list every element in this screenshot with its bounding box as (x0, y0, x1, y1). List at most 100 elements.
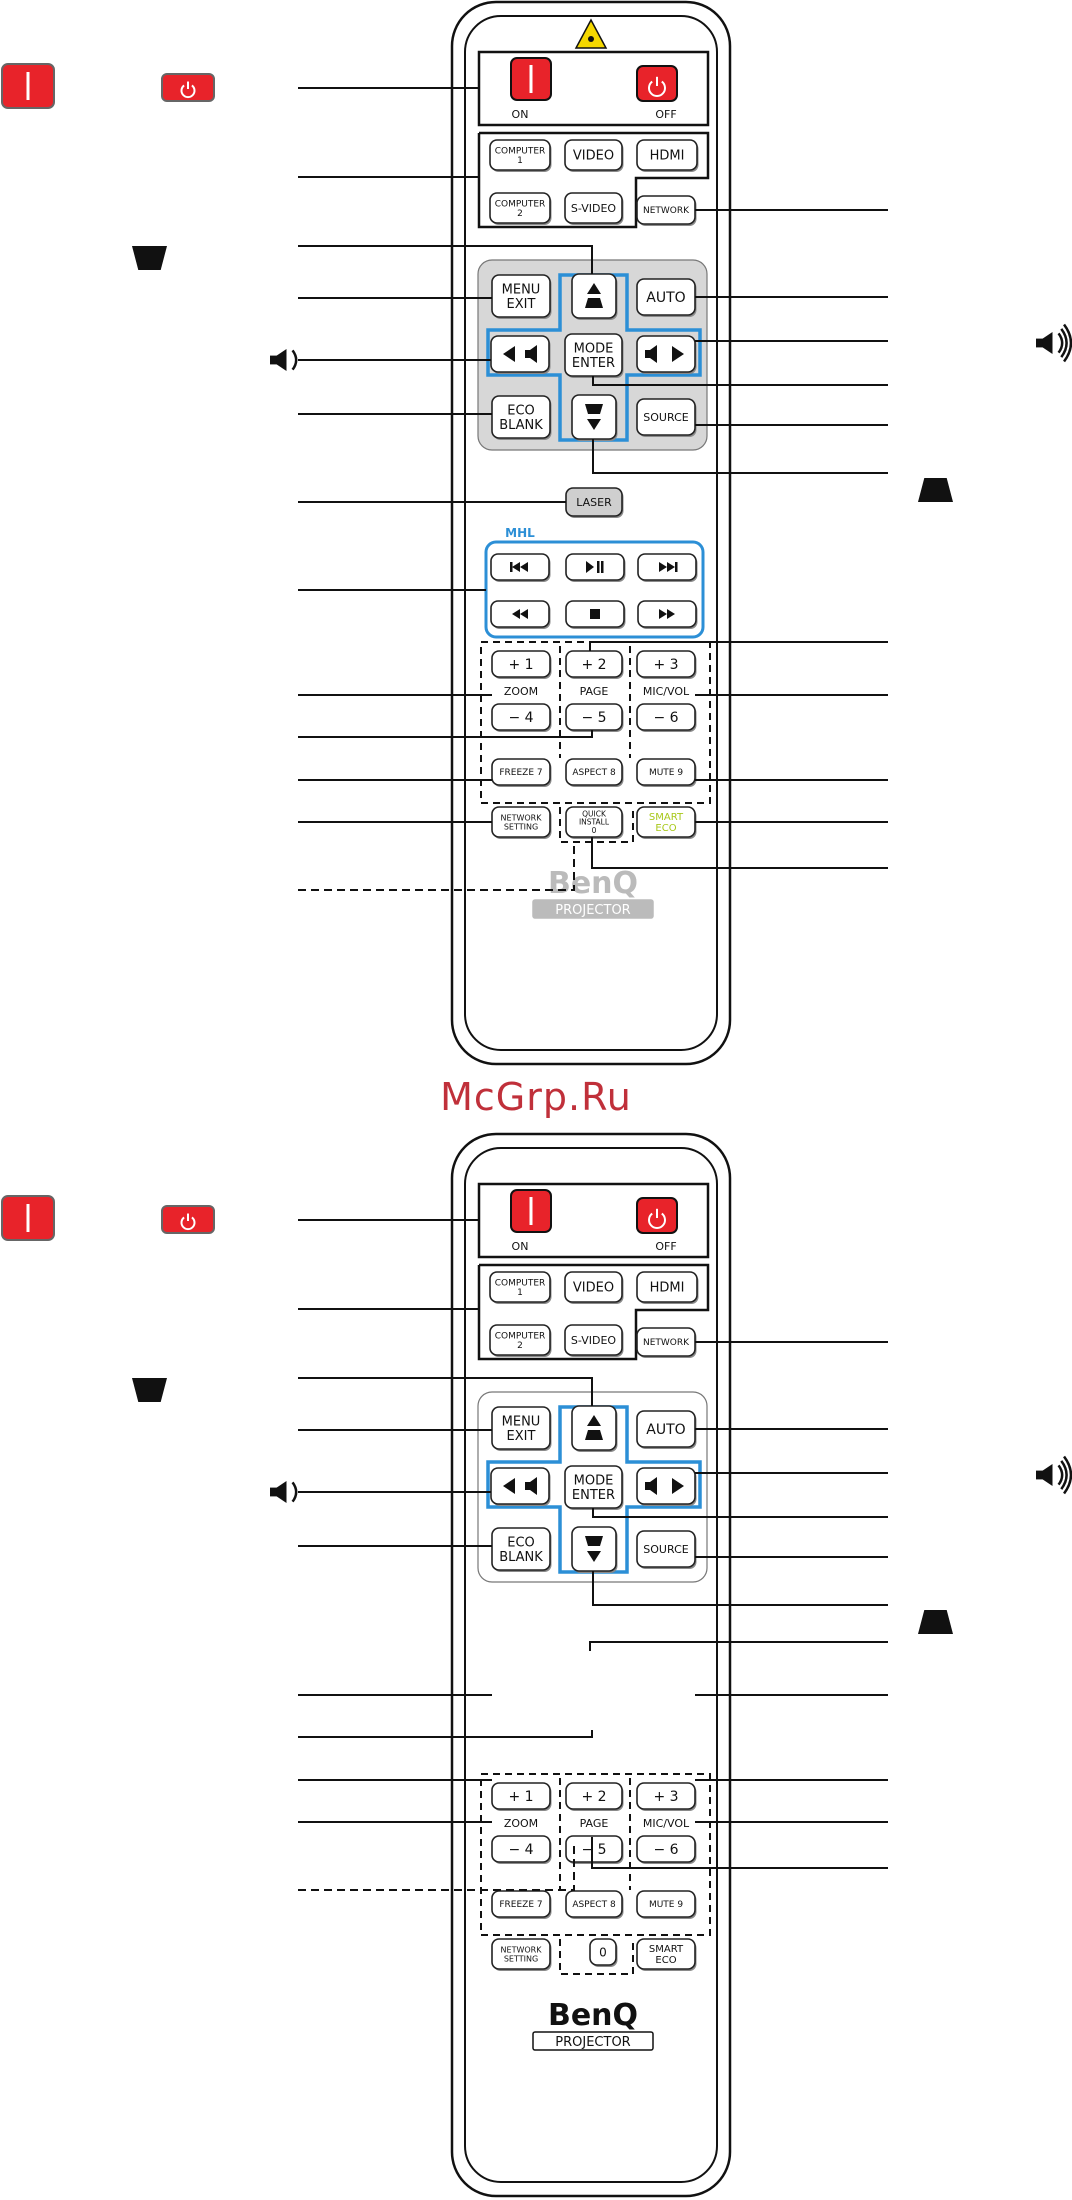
bottom-page-minus-button[interactable]: − 5 (565, 1835, 624, 1864)
top-freeze-button-body[interactable] (491, 758, 551, 786)
top-right-button-body[interactable] (636, 335, 696, 373)
top-video-button-body[interactable] (564, 139, 623, 171)
bottom-aspect-button[interactable]: ASPECT 8 (565, 1890, 624, 1919)
top-up-button-body[interactable] (571, 273, 617, 319)
bottom-micvol-plus-button[interactable]: + 3 (636, 1782, 697, 1811)
top-mute-button[interactable]: MUTE 9 (636, 758, 697, 787)
top-down-button[interactable] (571, 394, 618, 441)
bottom-computer2-button-body[interactable] (489, 1324, 551, 1356)
top-play-pause-button[interactable] (565, 553, 626, 582)
top-source-button[interactable]: SOURCE (636, 398, 697, 437)
top-aspect-button[interactable]: ASPECT 8 (565, 758, 624, 787)
top-computer1-button-body[interactable] (489, 139, 551, 171)
bottom-mute-button-body[interactable] (636, 1890, 696, 1918)
bottom-right-button[interactable] (636, 1467, 697, 1506)
bottom-page-plus-button-body[interactable] (565, 1782, 623, 1810)
bottom-zoom-plus-button[interactable]: + 1 (491, 1782, 552, 1811)
top-zoom-plus-button-body[interactable] (491, 650, 551, 678)
top-micvol-plus-button[interactable]: + 3 (636, 650, 697, 679)
bottom-video-button[interactable]: VIDEO (564, 1271, 624, 1304)
bottom-network-setting-button-body[interactable] (491, 1938, 551, 1970)
bottom-page-plus-button[interactable]: + 2 (565, 1782, 624, 1811)
top-prev-track-button[interactable] (490, 553, 551, 582)
bottom-hdmi-button-body[interactable] (636, 1271, 698, 1303)
bottom-hdmi-button[interactable]: HDMI (636, 1271, 699, 1304)
bottom-down-button[interactable] (571, 1526, 618, 1573)
top-computer2-button-body[interactable] (489, 192, 551, 224)
top-zoom-plus-button[interactable]: + 1 (491, 650, 552, 679)
bottom-mute-button[interactable]: MUTE 9 (636, 1890, 697, 1919)
bottom-aspect-button-body[interactable] (565, 1890, 623, 1918)
bottom-micvol-minus-button-body[interactable] (636, 1835, 696, 1863)
bottom-page-minus-button-body[interactable] (565, 1835, 623, 1863)
top-up-button[interactable] (571, 273, 618, 320)
top-zoom-minus-button-body[interactable] (491, 703, 551, 731)
bottom-eco-blank-button-body[interactable] (491, 1527, 551, 1571)
bottom-up-button[interactable] (571, 1405, 618, 1452)
top-fast-forward-button[interactable] (637, 600, 698, 629)
top-down-button-body[interactable] (571, 394, 617, 440)
top-network-button[interactable]: NETWORK (636, 195, 697, 226)
bottom-on-button[interactable] (510, 1189, 552, 1233)
bottom-zoom-minus-button[interactable]: − 4 (491, 1835, 552, 1864)
top-next-track-button[interactable] (637, 553, 698, 582)
bottom-down-button-body[interactable] (571, 1526, 617, 1572)
top-micvol-minus-button[interactable]: − 6 (636, 703, 697, 732)
top-play-pause-button-body[interactable] (565, 553, 625, 581)
top-video-button[interactable]: VIDEO (564, 139, 624, 172)
top-off-button[interactable] (636, 65, 678, 102)
bottom-network-button[interactable]: NETWORK (636, 1327, 697, 1358)
bottom-smart-eco-button-body[interactable] (636, 1938, 696, 1970)
top-left-button[interactable] (490, 335, 551, 374)
top-page-minus-button-body[interactable] (565, 703, 623, 731)
top-rewind-button[interactable] (490, 600, 551, 629)
bottom-zero-button[interactable]: 0 (589, 1938, 618, 1967)
top-laser-button[interactable]: LASER (565, 487, 624, 518)
top-micvol-plus-button-body[interactable] (636, 650, 696, 678)
bottom-svideo-button[interactable]: S-VIDEO (564, 1324, 624, 1357)
bottom-source-button[interactable]: SOURCE (636, 1530, 697, 1569)
top-stop-button[interactable] (565, 600, 626, 629)
top-micvol-minus-button-body[interactable] (636, 703, 696, 731)
bottom-menu-exit-button-body[interactable] (491, 1406, 551, 1450)
top-menu-exit-button-body[interactable] (491, 274, 551, 318)
top-quick-install-button-body[interactable] (565, 806, 623, 838)
bottom-up-button-body[interactable] (571, 1405, 617, 1451)
top-mute-button-body[interactable] (636, 758, 696, 786)
bottom-auto-button[interactable]: AUTO (636, 1410, 697, 1449)
bottom-right-button-body[interactable] (636, 1467, 696, 1505)
bottom-source-button-body[interactable] (636, 1530, 696, 1568)
top-source-button-body[interactable] (636, 398, 696, 436)
top-eco-blank-button-body[interactable] (491, 395, 551, 439)
top-hdmi-button-body[interactable] (636, 139, 698, 171)
top-svideo-button-body[interactable] (564, 192, 623, 224)
top-zoom-minus-button[interactable]: − 4 (491, 703, 552, 732)
bottom-zoom-plus-button-body[interactable] (491, 1782, 551, 1810)
top-aspect-button-body[interactable] (565, 758, 623, 786)
bottom-left-button[interactable] (490, 1467, 551, 1506)
bottom-freeze-button[interactable]: FREEZE 7 (491, 1890, 552, 1919)
top-svideo-button[interactable]: S-VIDEO (564, 192, 624, 225)
bottom-off-button[interactable] (636, 1197, 678, 1234)
top-auto-button[interactable]: AUTO (636, 278, 697, 317)
top-freeze-button[interactable]: FREEZE 7 (491, 758, 552, 787)
top-page-plus-button[interactable]: + 2 (565, 650, 624, 679)
top-right-button[interactable] (636, 335, 697, 374)
bottom-micvol-plus-button-body[interactable] (636, 1782, 696, 1810)
bottom-micvol-minus-button[interactable]: − 6 (636, 1835, 697, 1864)
bottom-computer1-button-body[interactable] (489, 1271, 551, 1303)
top-left-button-body[interactable] (490, 335, 550, 373)
